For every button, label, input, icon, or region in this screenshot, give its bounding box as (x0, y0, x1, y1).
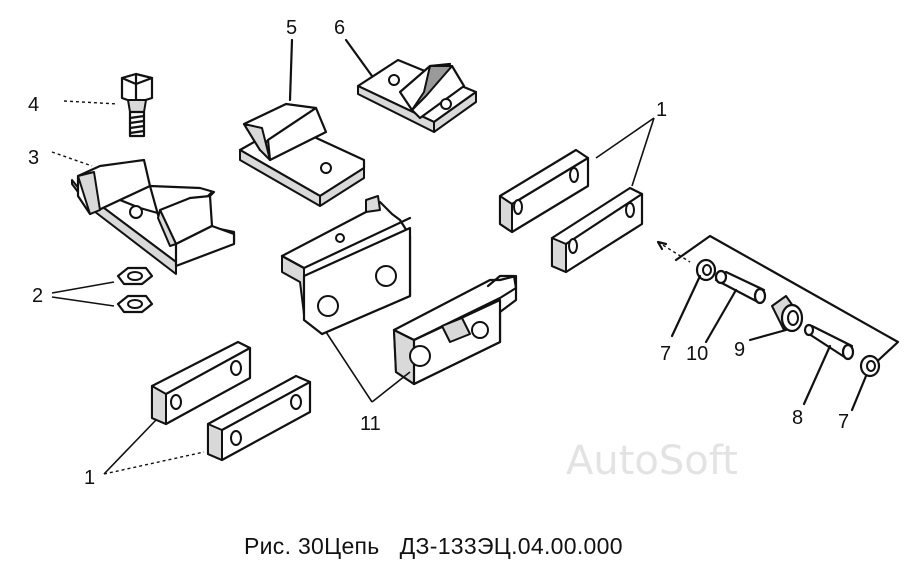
nuts-part-2: 2 (32, 266, 154, 314)
label-1-left: 1 (84, 467, 95, 489)
label-6: 6 (334, 17, 345, 39)
label-10: 10 (686, 343, 708, 365)
label-3: 3 (28, 147, 39, 169)
label-2: 2 (32, 285, 43, 307)
label-7-left: 7 (660, 343, 671, 365)
bracket-part-11-lower: 11 (325, 274, 518, 435)
plates-part-1-upper: 1 (498, 99, 667, 274)
label-5: 5 (286, 17, 297, 39)
shoe-part-5: 5 (238, 17, 366, 207)
bracket-part-11-upper (280, 195, 412, 336)
pin-assembly: 7 10 9 8 7 (656, 234, 900, 433)
label-11: 11 (360, 413, 381, 435)
label-8: 8 (792, 407, 803, 429)
bolt-part-4: 4 (28, 72, 154, 138)
plates-part-1-lower: 1 (84, 340, 312, 489)
label-9: 9 (734, 339, 745, 361)
shoe-part-3: 3 (28, 147, 236, 275)
label-1-right: 1 (656, 99, 667, 121)
figure-caption: Рис. 30Цепь ДЗ-133ЭЦ.04.00.000 (244, 533, 623, 559)
label-7-right: 7 (838, 411, 849, 433)
shoe-part-6: 6 (334, 17, 478, 133)
label-4: 4 (28, 94, 39, 116)
watermark-text: AutoSoft (566, 438, 738, 484)
